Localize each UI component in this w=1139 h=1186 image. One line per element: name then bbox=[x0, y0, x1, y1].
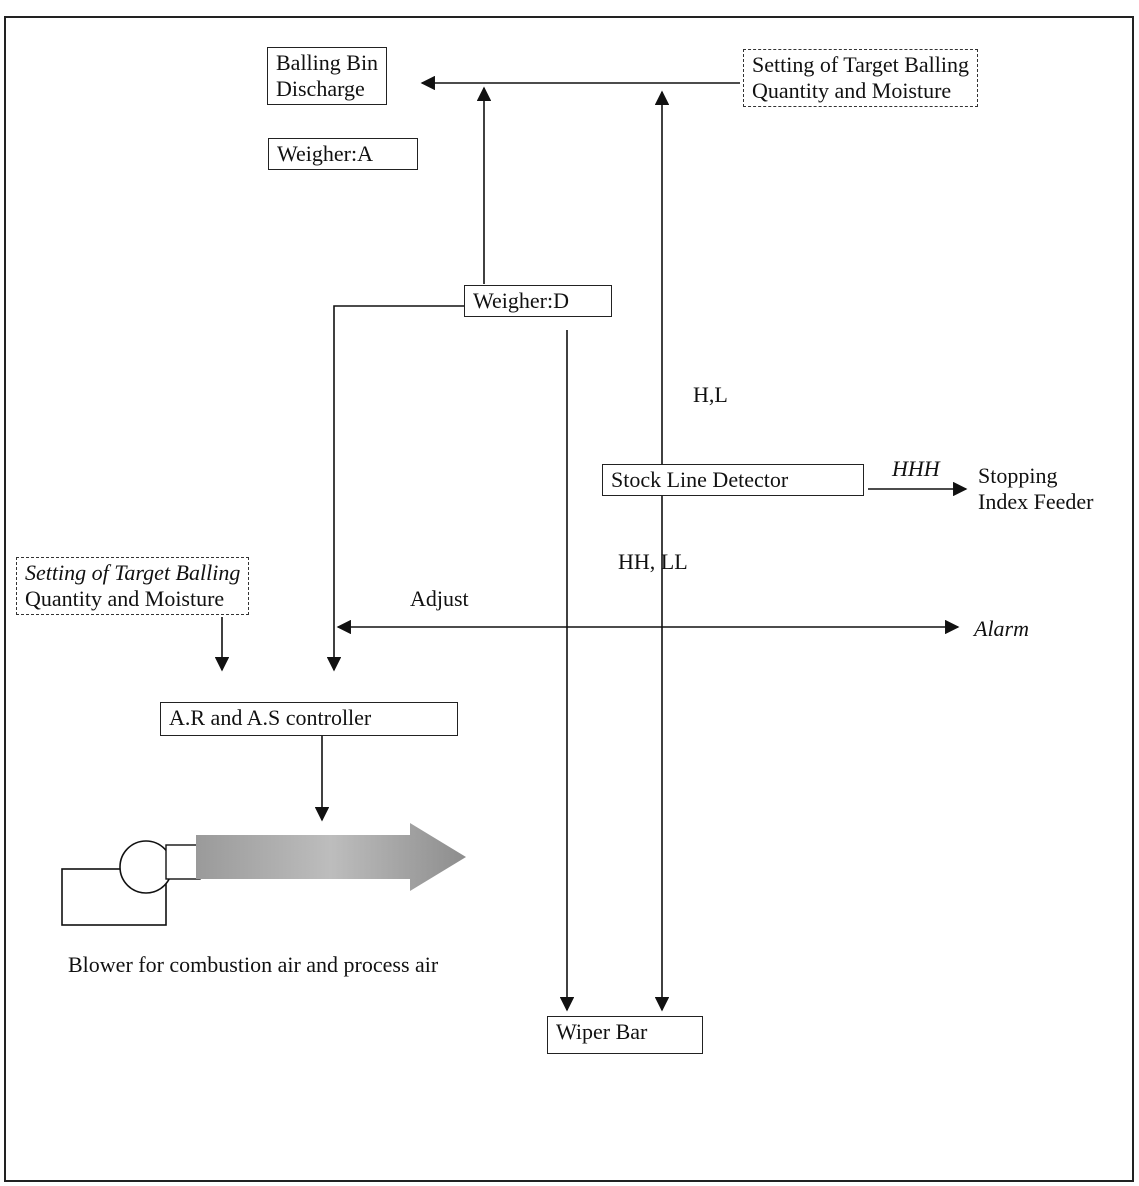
setting-target-left-box: Setting of Target Balling Quantity and M… bbox=[16, 557, 249, 615]
setting-left-line1: Setting of Target Balling bbox=[25, 560, 240, 586]
stock-line-detector-box: Stock Line Detector bbox=[602, 464, 864, 496]
wiper-bar-box: Wiper Bar bbox=[547, 1016, 703, 1054]
blower-icon bbox=[62, 823, 466, 925]
label-hhh: HHH bbox=[892, 456, 940, 482]
balling-bin-discharge-box: Balling Bin Discharge bbox=[267, 47, 387, 105]
setting-top-line2: Quantity and Moisture bbox=[752, 78, 969, 104]
setting-top-line1: Setting of Target Balling bbox=[752, 52, 969, 78]
label-adjust: Adjust bbox=[410, 586, 469, 612]
controller-label: A.R and A.S controller bbox=[169, 705, 371, 730]
stopping-index-feeder: Stopping Index Feeder bbox=[978, 463, 1093, 515]
weigher-a-label: Weigher:A bbox=[277, 141, 373, 166]
weigher-d-to-controller bbox=[334, 306, 464, 670]
label-hl: H,L bbox=[693, 382, 728, 408]
weigher-d-box: Weigher:D bbox=[464, 285, 612, 317]
setting-left-line2: Quantity and Moisture bbox=[25, 586, 240, 612]
setting-target-top-box: Setting of Target Balling Quantity and M… bbox=[743, 49, 978, 107]
stopping-line1: Stopping bbox=[978, 463, 1093, 489]
blower-caption: Blower for combustion air and process ai… bbox=[68, 952, 438, 978]
weigher-d-label: Weigher:D bbox=[473, 288, 569, 313]
balling-bin-line1: Balling Bin bbox=[276, 50, 378, 76]
controller-box: A.R and A.S controller bbox=[160, 702, 458, 736]
alarm-label: Alarm bbox=[974, 616, 1029, 642]
weigher-a-box: Weigher:A bbox=[268, 138, 418, 170]
stopping-line2: Index Feeder bbox=[978, 489, 1093, 515]
label-hh-ll: HH, LL bbox=[618, 549, 688, 575]
stock-line-detector-label: Stock Line Detector bbox=[611, 467, 788, 492]
balling-bin-line2: Discharge bbox=[276, 76, 378, 102]
wiper-bar-label: Wiper Bar bbox=[556, 1019, 647, 1044]
